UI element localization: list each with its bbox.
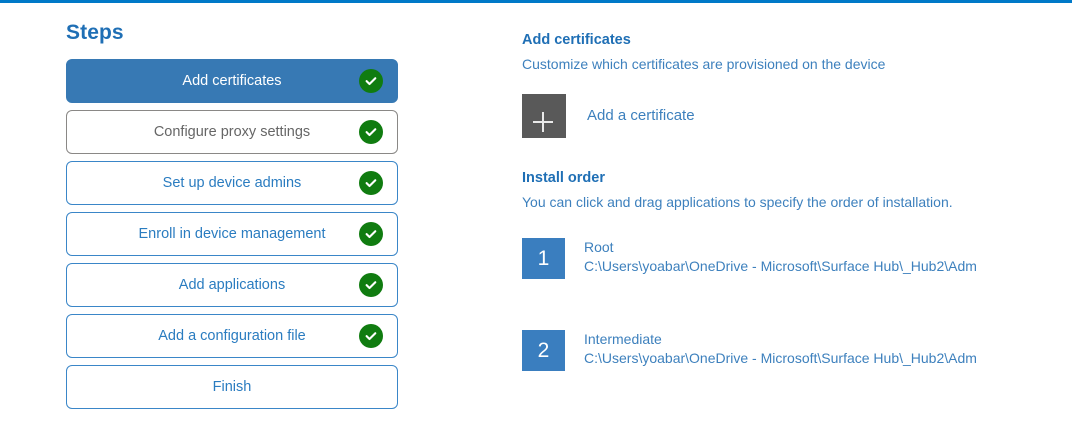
check-circle-icon: [359, 273, 383, 297]
order-item-path: C:\Users\yoabar\OneDrive - Microsoft\Sur…: [584, 350, 977, 366]
add-certificates-title: Add certificates: [522, 32, 631, 48]
add-a-certificate-button[interactable]: Add a certificate: [587, 107, 695, 124]
step-label: Configure proxy settings: [153, 124, 311, 140]
step-item-add-certificates[interactable]: Add certificates: [66, 59, 398, 103]
install-order-title: Install order: [522, 170, 605, 186]
check-circle-icon: [359, 171, 383, 195]
add-certificate-row: Add a certificate: [522, 94, 1062, 138]
check-circle-icon: [359, 69, 383, 93]
step-label: Add a configuration file: [158, 328, 306, 344]
step-item-add-applications[interactable]: Add applications: [66, 263, 398, 307]
step-label: Enroll in device management: [138, 226, 326, 242]
step-item-add-a-configuration-file[interactable]: Add a configuration file: [66, 314, 398, 358]
order-item-text: Intermediate C:\Users\yoabar\OneDrive - …: [584, 330, 977, 368]
detail-panel: Add certificates Customize which certifi…: [522, 31, 1062, 371]
list-item[interactable]: 2 Intermediate C:\Users\yoabar\OneDrive …: [522, 330, 1062, 371]
install-order-description: You can click and drag applications to s…: [522, 194, 953, 210]
step-label: Add certificates: [182, 73, 282, 89]
install-order-section: Install order You can click and drag app…: [522, 169, 1062, 371]
order-number-badge: 1: [522, 238, 565, 279]
step-item-configure-proxy-settings[interactable]: Configure proxy settings: [66, 110, 398, 154]
step-label: Set up device admins: [162, 175, 302, 191]
order-item-name: Root: [584, 239, 614, 255]
check-circle-icon: [359, 120, 383, 144]
install-order-list: 1 Root C:\Users\yoabar\OneDrive - Micros…: [522, 238, 1062, 371]
wizard-page: Steps Add certificates Configure proxy s…: [0, 3, 1072, 443]
add-certificates-description: Customize which certificates are provisi…: [522, 56, 886, 72]
step-label: Add applications: [178, 277, 286, 293]
steps-list: Add certificates Configure proxy setting…: [66, 59, 398, 409]
step-item-set-up-device-admins[interactable]: Set up device admins: [66, 161, 398, 205]
order-item-text: Root C:\Users\yoabar\OneDrive - Microsof…: [584, 238, 977, 276]
steps-panel: Steps Add certificates Configure proxy s…: [66, 21, 398, 416]
check-circle-icon: [359, 222, 383, 246]
order-number-badge: 2: [522, 330, 565, 371]
check-circle-icon: [359, 324, 383, 348]
step-item-finish[interactable]: Finish: [66, 365, 398, 409]
order-item-name: Intermediate: [584, 331, 662, 347]
plus-icon[interactable]: [522, 94, 566, 138]
order-item-path: C:\Users\yoabar\OneDrive - Microsoft\Sur…: [584, 258, 977, 274]
step-item-enroll-in-device-management[interactable]: Enroll in device management: [66, 212, 398, 256]
list-item[interactable]: 1 Root C:\Users\yoabar\OneDrive - Micros…: [522, 238, 1062, 279]
top-accent-bar: [0, 0, 1072, 3]
plus-icon-vertical-stroke: [542, 112, 544, 132]
steps-title: Steps: [66, 21, 124, 44]
step-label: Finish: [212, 379, 252, 395]
